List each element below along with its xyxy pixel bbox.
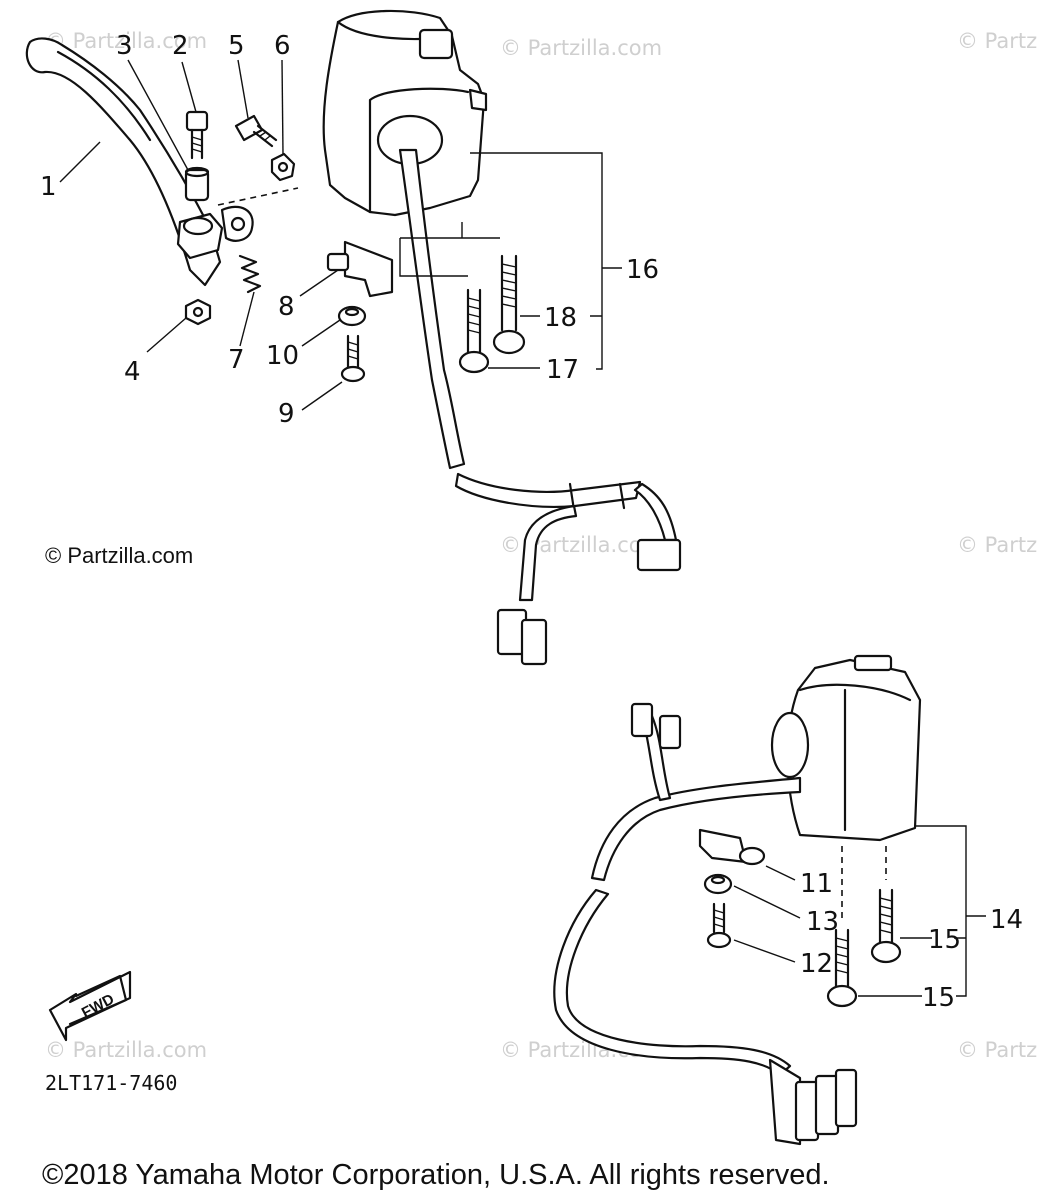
callout-3: 3 [116, 31, 133, 61]
assembly-guide [841, 846, 887, 920]
callout-8: 8 [278, 292, 295, 322]
watermark: © Partz [957, 1038, 1037, 1062]
diagram-code: 2LT171-7460 [45, 1071, 177, 1095]
callout-6: 6 [274, 31, 291, 61]
collar-part-3 [184, 166, 210, 202]
leader-lines-left [59, 59, 343, 411]
callout-5: 5 [228, 31, 245, 61]
leader-lines-right [733, 865, 801, 963]
bolt-part-2 [185, 110, 209, 160]
washer-part-10 [337, 305, 367, 327]
nut-part-6 [270, 152, 296, 182]
guide-line [217, 187, 299, 206]
assembly-guide [399, 237, 500, 277]
callout-9: 9 [278, 399, 295, 429]
callout-1: 1 [40, 172, 57, 202]
clutch-switch-part-8 [326, 240, 394, 298]
watermark: © Partzilla.com [45, 29, 207, 53]
left-wiring-harness [398, 148, 682, 666]
callout-15b: 15 [922, 983, 955, 1013]
right-switch-housing [770, 654, 922, 842]
callout-15a: 15 [928, 925, 961, 955]
callout-4: 4 [124, 357, 141, 387]
lever-pivot-bracket [220, 205, 254, 242]
brake-switch-part-11 [698, 828, 766, 866]
bracket-14 [858, 825, 986, 997]
screw-part-9 [340, 334, 366, 383]
callout-11: 11 [800, 869, 833, 899]
callout-13: 13 [806, 907, 839, 937]
bolt-part-5 [234, 114, 278, 148]
callout-2: 2 [172, 31, 189, 61]
left-switch-housing [322, 9, 488, 217]
callout-numbers: 1 2 3 4 5 6 7 8 9 10 11 12 13 14 15 15 1… [40, 31, 1023, 1013]
callout-7: 7 [228, 345, 245, 375]
watermark-visible: © Partzilla.com [45, 543, 193, 568]
screw-part-18 [492, 254, 526, 355]
screw-part-15b [826, 928, 858, 1008]
screw-part-17 [458, 288, 490, 374]
bracket-16 [470, 152, 622, 370]
callout-16: 16 [626, 255, 659, 285]
callout-10: 10 [266, 341, 299, 371]
watermark: © Partz [957, 533, 1037, 557]
callout-18: 18 [544, 303, 577, 333]
spring-part-7 [238, 254, 262, 294]
callout-14: 14 [990, 905, 1023, 935]
nut-part-4 [184, 298, 212, 326]
callout-17: 17 [546, 355, 579, 385]
copyright-footer: ©2018 Yamaha Motor Corporation, U.S.A. A… [42, 1159, 830, 1191]
right-wiring-harness [553, 702, 858, 1146]
washer-part-13 [703, 873, 733, 895]
screw-part-12 [706, 902, 732, 949]
screw-part-15a [870, 888, 902, 964]
clutch-lever [25, 37, 224, 287]
fwd-arrow: FWD [48, 970, 132, 1042]
callout-12: 12 [800, 949, 833, 979]
watermark: © Partzilla.com [45, 1038, 207, 1062]
watermark: © Partzilla.com [500, 36, 662, 60]
watermark: © Partz [957, 29, 1037, 53]
